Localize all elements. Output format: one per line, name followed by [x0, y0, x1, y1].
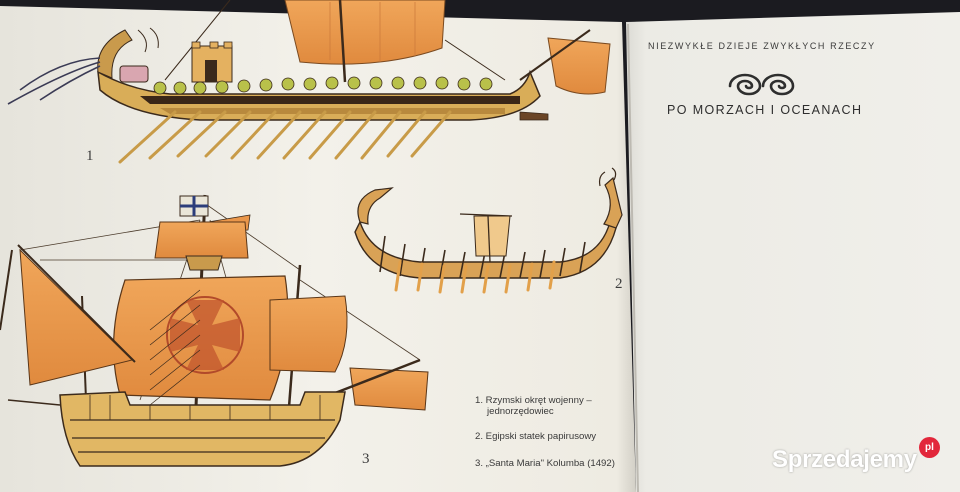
caption-1-line-2: jednorzędowiec	[487, 406, 554, 417]
figure-number-1: 1	[86, 148, 94, 164]
egyptian-papyrus-boat-illustration	[354, 167, 623, 294]
roman-warship-illustration	[7, 0, 611, 164]
right-page	[626, 12, 960, 492]
double-spiral-icon	[728, 73, 795, 96]
figure-number-2: 2	[615, 276, 623, 292]
watermark-badge: pl	[919, 437, 940, 458]
watermark-text: Sprzedajemy	[772, 446, 917, 473]
caption-1-line-1: 1. Rzymski okręt wojenny –	[475, 395, 592, 406]
santa-maria-illustration	[0, 194, 429, 467]
figure-number-3: 3	[362, 451, 370, 467]
caption-2: 2. Egipski statek papirusowy	[475, 431, 597, 442]
series-title: NIEZWYKŁE DZIEJE ZWYKŁYCH RZECZY	[648, 41, 876, 51]
book-title: PO MORZACH I OCEANACH	[667, 103, 863, 117]
caption-3: 3. „Santa Maria" Kolumba (1492)	[475, 458, 615, 469]
